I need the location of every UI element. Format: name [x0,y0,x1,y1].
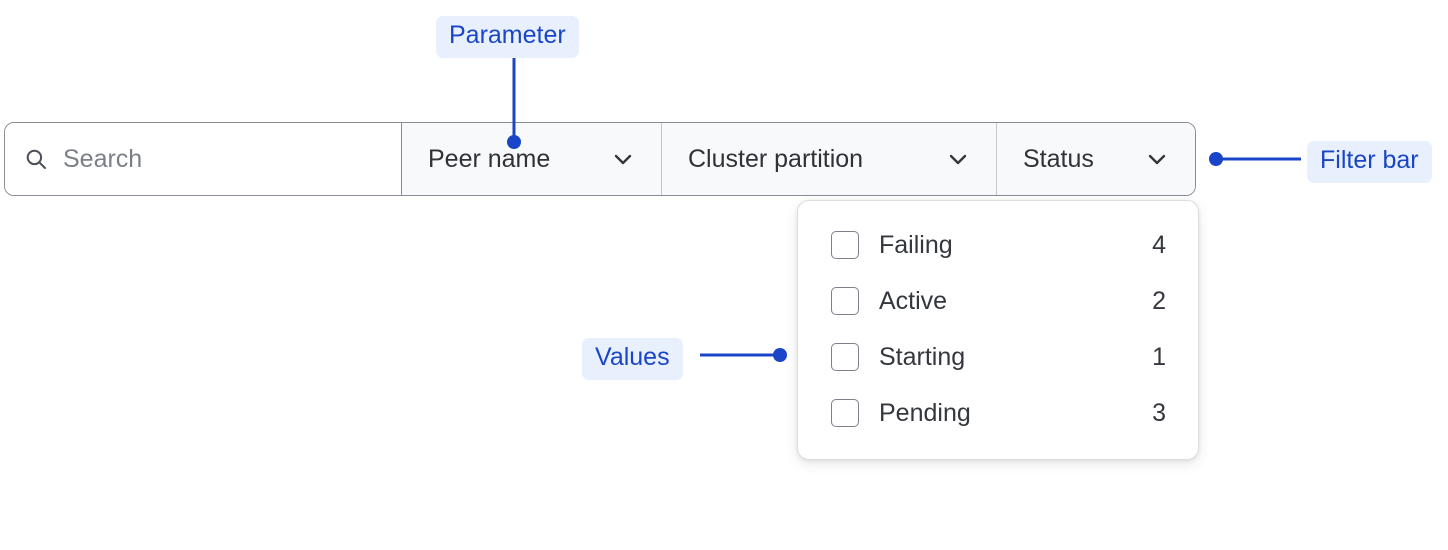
status-values-dropdown-panel: Failing 4 Active 2 Starting 1 Pending 3 [797,200,1199,460]
chevron-down-icon [946,147,970,171]
checkbox-active[interactable] [831,287,859,315]
list-item-count: 2 [1152,286,1166,315]
list-item-label: Failing [879,230,953,259]
list-item-label: Starting [879,342,966,371]
annotation-label-values: Values [582,338,683,380]
list-item[interactable]: Active 2 [798,273,1198,329]
search-icon [25,148,47,170]
list-item-count: 1 [1152,342,1166,371]
checkbox-starting[interactable] [831,343,859,371]
annotation-label-parameter: Parameter [436,16,579,58]
dropdown-peer-name[interactable]: Peer name [402,123,662,195]
checkbox-pending[interactable] [831,399,859,427]
dropdown-cluster-partition-label: Cluster partition [688,144,864,173]
list-item-count: 3 [1152,398,1166,427]
annotation-dot-values [773,348,787,362]
dropdown-status-label: Status [1023,144,1094,173]
filter-bar: Peer name Cluster partition Status [4,122,1196,196]
chevron-down-icon [1145,147,1169,171]
chevron-down-icon [611,147,635,171]
list-item[interactable]: Failing 4 [798,217,1198,273]
search-input[interactable] [63,144,381,174]
list-item-label: Pending [879,398,971,427]
checkbox-failing[interactable] [831,231,859,259]
dropdown-peer-name-label: Peer name [428,144,551,173]
dropdown-status[interactable]: Status [997,123,1195,195]
dropdown-cluster-partition[interactable]: Cluster partition [662,123,997,195]
list-item-count: 4 [1152,230,1166,259]
list-item[interactable]: Pending 3 [798,385,1198,441]
annotation-label-filter-bar: Filter bar [1307,141,1432,183]
list-item-label: Active [879,286,948,315]
search-field[interactable] [5,123,402,195]
list-item[interactable]: Starting 1 [798,329,1198,385]
annotation-dot-filter-bar [1209,152,1223,166]
